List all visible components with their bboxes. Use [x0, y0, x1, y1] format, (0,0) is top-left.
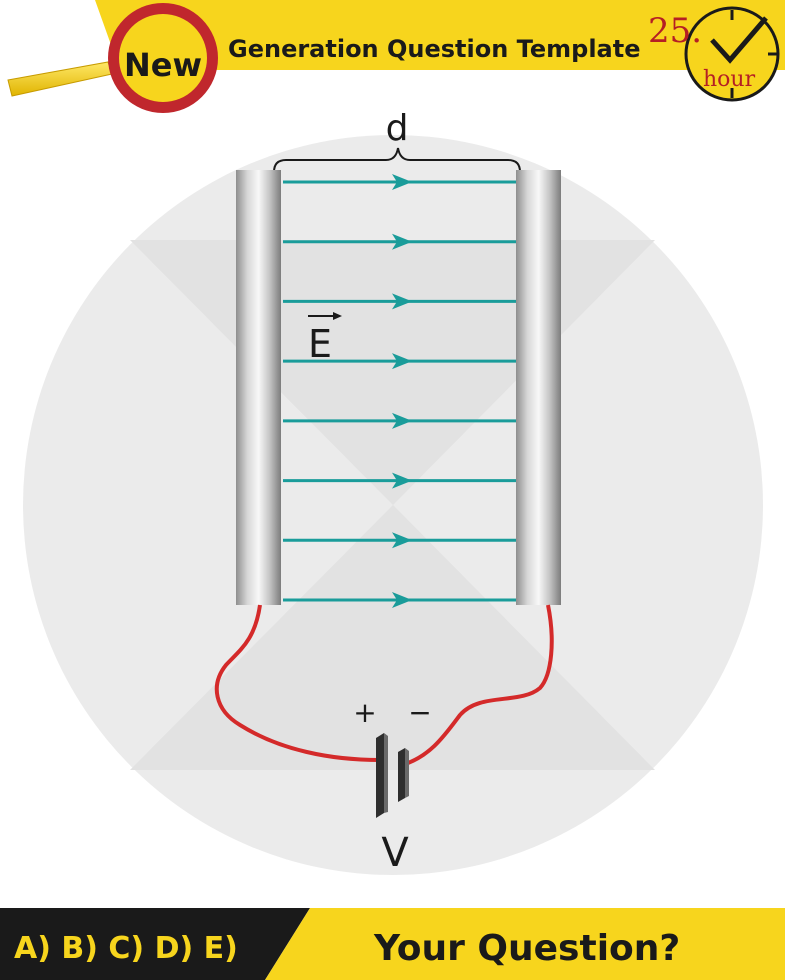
- hour-number: 25.: [648, 11, 702, 51]
- minus-sign: −: [408, 696, 431, 729]
- voltage-label: V: [381, 830, 409, 876]
- header-banner: Generation Question Template: [95, 0, 785, 70]
- new-badge-label: New: [124, 46, 202, 84]
- field-lines: [283, 174, 516, 608]
- field-arrow-icon: [392, 532, 412, 549]
- field-arrow-icon: [392, 592, 412, 608]
- hour-badge: 25. hour: [648, 6, 780, 102]
- new-badge: New: [7, 3, 218, 113]
- right-plate: [516, 170, 561, 605]
- magnifier-handle: [7, 61, 113, 97]
- hour-unit: hour: [703, 67, 756, 92]
- battery-icon: [376, 733, 409, 818]
- field-arrow-icon: [392, 174, 412, 190]
- separation-brace: [273, 147, 521, 173]
- checkmark-icon: [710, 16, 768, 64]
- vector-arrow-icon: [333, 312, 342, 320]
- plus-sign: +: [353, 696, 376, 729]
- field-arrow-icon: [392, 412, 412, 429]
- footer-bar: A) B) C) D) E) Your Question?: [0, 908, 785, 980]
- field-arrow-icon: [392, 472, 412, 489]
- answer-options: A) B) C) D) E): [14, 931, 238, 966]
- field-arrow-icon: [392, 233, 412, 250]
- left-plate: [236, 170, 281, 605]
- field-label: E: [308, 322, 332, 366]
- magnifier-lens: [119, 14, 207, 102]
- question-prompt: Your Question?: [373, 928, 680, 969]
- page-title: Generation Question Template: [228, 35, 641, 63]
- field-arrow-icon: [392, 293, 412, 310]
- field-label-group: E: [308, 312, 342, 366]
- separation-label: d: [386, 108, 409, 149]
- field-arrow-icon: [392, 353, 412, 370]
- left-wire: [214, 604, 381, 762]
- background-disc: [23, 135, 763, 875]
- right-wire: [401, 604, 554, 767]
